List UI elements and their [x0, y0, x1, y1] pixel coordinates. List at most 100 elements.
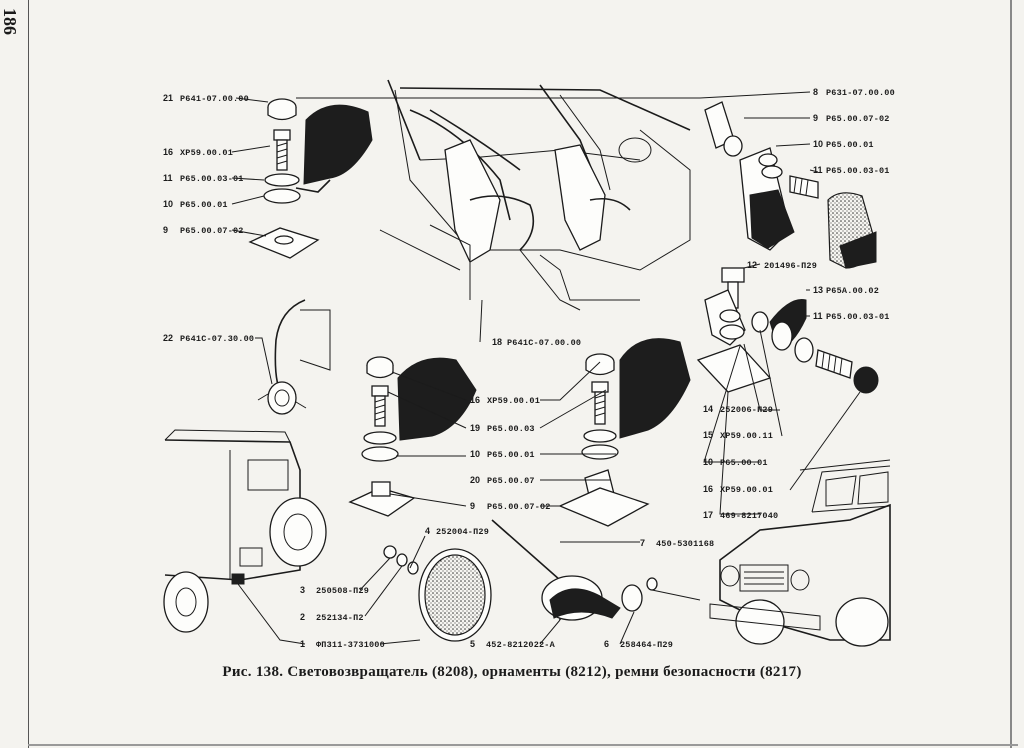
callout-number: 14 [703, 404, 713, 414]
lap-belt-assembly [257, 299, 331, 415]
callout-number: 4 [425, 526, 430, 536]
left-seat [444, 139, 501, 263]
lower-left-anchor-group [348, 356, 477, 517]
callout-number: 7 [640, 538, 645, 548]
callout-code: Р65.00.03-01 [180, 174, 244, 184]
callout-number: 3 [300, 585, 305, 595]
callout-code: Р65.00.07-02 [826, 114, 890, 124]
callout-code: Р65.00.01 [826, 140, 874, 150]
left-headlight [720, 565, 740, 587]
callout-code: 252004-П29 [436, 527, 489, 537]
washer-9 [723, 135, 743, 157]
left-upper-belt-anchor-group [248, 98, 373, 259]
callout-number: 15 [703, 430, 713, 440]
hood-ornament-assembly [491, 519, 658, 621]
callout-code: ХР59.00.01 [720, 485, 773, 495]
bolt-19-head [371, 385, 389, 397]
front-wheel-right [835, 597, 889, 647]
vehicle-interior-view [379, 79, 691, 311]
callout-code: Р65.00.07 [487, 476, 535, 486]
callout-code: ФП311-3731000 [316, 640, 385, 650]
right-middle-anchor-group [696, 267, 879, 394]
callout-code: Р65.00.07-02 [487, 502, 551, 512]
bottom-plate-14 [696, 344, 772, 393]
callout-number: 10 [813, 139, 823, 149]
callout-code: Р65.00.03-01 [826, 166, 890, 176]
lower-right-buckle [619, 338, 691, 439]
callout-number: 9 [813, 113, 818, 123]
washer-6 [621, 584, 643, 612]
callout-code: ХР59.00.01 [180, 148, 233, 158]
bracket-pad [749, 189, 795, 249]
callout-number: 16 [703, 484, 713, 494]
right-seat [554, 144, 606, 251]
oval-washer [264, 173, 300, 187]
rear-window [247, 459, 289, 491]
callout-number: 11 [813, 165, 823, 175]
callout-number: 5 [470, 639, 475, 649]
callout-code: Р65.00.03 [487, 424, 535, 434]
callout-number: 11 [813, 311, 823, 321]
page-border-right [1010, 0, 1012, 748]
page-border-left [28, 0, 29, 748]
callout-code: Р641-07.00.00 [180, 94, 249, 104]
decorative-cap-side [267, 107, 297, 121]
callout-code: Р641С-07.00.00 [507, 338, 581, 348]
spare-wheel [269, 497, 327, 567]
callout-code: Р65.00.01 [180, 200, 228, 210]
callout-code: 452-8212022-А [486, 640, 556, 650]
figure-caption: Рис. 138. Световозвращатель (8208), орна… [222, 664, 802, 680]
rear-reflector [231, 573, 245, 585]
callout-code: Р65А.00.02 [826, 286, 879, 296]
callout-code: Р65.00.03-01 [826, 312, 890, 322]
callout-code: Р65.00.07-02 [180, 226, 244, 236]
bolt-head [273, 129, 291, 141]
nut-7 [646, 577, 658, 591]
callout-number: 10 [470, 449, 480, 459]
rear-wheel [163, 571, 209, 633]
oval-washer [794, 337, 814, 363]
washer-15 [751, 311, 769, 333]
ornament-emblem [549, 588, 621, 619]
callout-number: 2 [300, 612, 305, 622]
callout-labels: 21 Р641-07.00.00 16 ХР59.00.01 11 Р65.00… [163, 87, 895, 650]
reflector-assembly [383, 545, 492, 642]
belt-retractor [267, 381, 297, 415]
nut-17 [853, 366, 879, 394]
callout-number: 10 [163, 199, 173, 209]
callout-number: 22 [163, 333, 173, 343]
callout-code: 469-8217040 [720, 511, 778, 521]
callout-code: 250508-П29 [316, 586, 369, 596]
right-upper-belt-anchor-group [704, 101, 877, 269]
callout-number: 12 [747, 260, 757, 270]
spacer-20 [371, 481, 391, 497]
bolt-16 [815, 349, 853, 379]
callout-code: 450-5301168 [656, 539, 714, 549]
callout-code: Р65.00.01 [487, 450, 535, 460]
callout-number: 11 [163, 173, 173, 183]
callout-number: 21 [163, 93, 173, 103]
bolt-11 [789, 175, 819, 199]
leader-lines [231, 91, 861, 645]
callout-number: 18 [492, 337, 502, 347]
callout-code: 258464-П29 [620, 640, 673, 650]
callout-number: 16 [470, 395, 480, 405]
callout-number: 6 [604, 639, 609, 649]
callout-code: 201496-П29 [764, 261, 817, 271]
vehicle-rear-view [163, 429, 327, 633]
callout-code: Р631-07.00.00 [826, 88, 895, 98]
callout-number: 1 [300, 639, 305, 649]
callout-number: 8 [813, 87, 818, 97]
lower-right-plate [558, 487, 650, 527]
callout-number: 10 [703, 457, 713, 467]
callout-code: ХР59.00.01 [487, 396, 540, 406]
callout-code: Р65.00.01 [720, 458, 768, 468]
callout-number: 17 [703, 510, 713, 520]
vehicle-front-view [709, 459, 891, 647]
belt-buckle-cover [303, 104, 373, 185]
round-washer [263, 188, 301, 204]
steering-wheel [618, 137, 652, 163]
callout-number: 19 [470, 423, 480, 433]
